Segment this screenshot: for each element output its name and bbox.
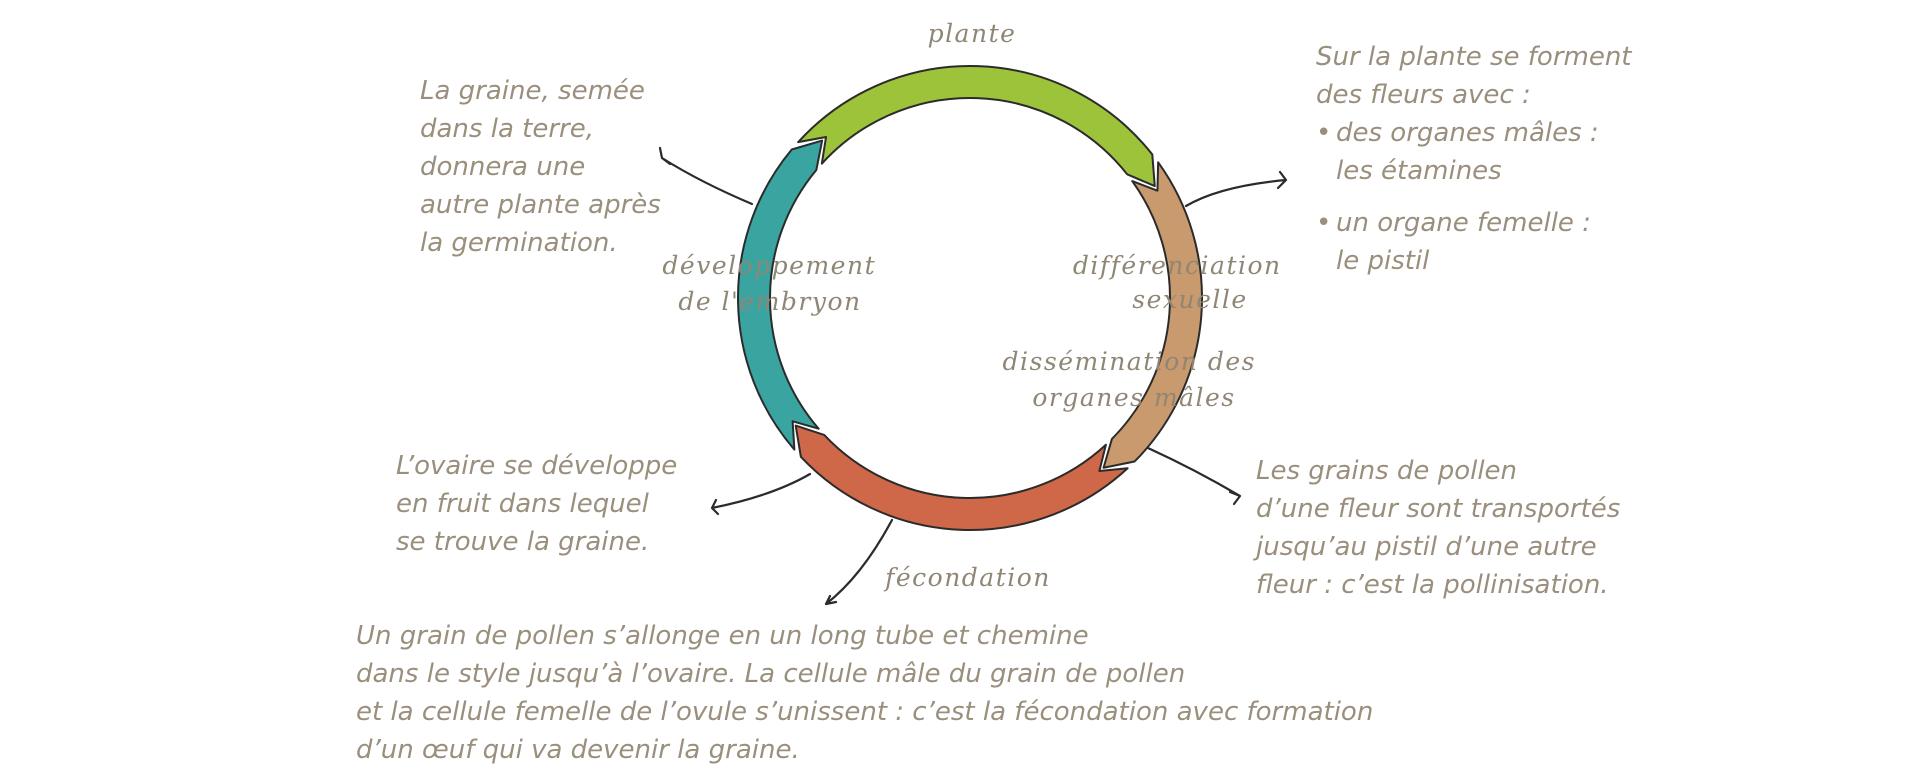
ring-segment-developpement bbox=[737, 139, 824, 451]
organ-item-male: des organes mâles : les étamines bbox=[1316, 114, 1632, 190]
stage-label-fecondation: fécondation bbox=[883, 563, 1051, 592]
organ-list: des organes mâles : les étamines un orga… bbox=[1316, 114, 1632, 280]
note-line: autre plante après bbox=[420, 190, 661, 220]
stage-label-plante: plante bbox=[928, 19, 1017, 48]
ring-segment-differenciation bbox=[1102, 161, 1203, 469]
note-line: des fleurs avec : bbox=[1316, 80, 1531, 110]
note-line: dans le style jusqu’à l’ovaire. La cellu… bbox=[356, 659, 1186, 689]
note-line: Les grains de pollen bbox=[1256, 456, 1518, 486]
connector-graine bbox=[658, 146, 754, 206]
organ-item-female: un organe femelle : le pistil bbox=[1316, 204, 1632, 280]
connector-ovaire bbox=[710, 472, 812, 516]
connector-fleurs bbox=[1184, 170, 1288, 208]
ring-segment-plante bbox=[797, 65, 1156, 188]
note-line: dans la terre, bbox=[420, 114, 594, 144]
note-line: donnera une bbox=[420, 152, 586, 182]
note-line: et la cellule femelle de l’ovule s’uniss… bbox=[356, 697, 1374, 727]
note-fleurs: Sur la plante se forment des fleurs avec… bbox=[1316, 38, 1632, 280]
note-line: la germination. bbox=[420, 228, 618, 258]
connector-pollen bbox=[1146, 446, 1242, 506]
note-line: d’une fleur sont transportés bbox=[1256, 494, 1621, 524]
note-line: Sur la plante se forment bbox=[1316, 42, 1632, 72]
note-line: des organes mâles : bbox=[1336, 118, 1599, 148]
note-line: un organe femelle : bbox=[1336, 208, 1591, 238]
note-line: fleur : c’est la pollinisation. bbox=[1256, 570, 1609, 600]
note-graine: La graine, semée dans la terre, donnera … bbox=[420, 72, 661, 262]
stage-label-developpement: développement de l'embryon bbox=[662, 251, 885, 316]
connector-lines bbox=[658, 146, 1288, 606]
stage-label-dissemination: dissémination des organes mâles bbox=[1003, 347, 1266, 412]
cycle-ring bbox=[737, 65, 1203, 531]
note-line: le pistil bbox=[1336, 246, 1430, 276]
stage-label-differenciation: différenciation sexuelle bbox=[1073, 251, 1291, 314]
note-tube: Un grain de pollen s’allonge en un long … bbox=[356, 617, 1373, 769]
note-line: Un grain de pollen s’allonge en un long … bbox=[356, 621, 1089, 651]
note-line: se trouve la graine. bbox=[396, 527, 650, 557]
note-line: en fruit dans lequel bbox=[396, 489, 649, 519]
note-line: les étamines bbox=[1336, 156, 1502, 186]
ring-segment-fecondation bbox=[794, 424, 1129, 531]
note-line: d’un œuf qui va devenir la graine. bbox=[356, 735, 800, 765]
note-line: jusqu’au pistil d’une autre bbox=[1256, 532, 1597, 562]
note-line: L’ovaire se développe bbox=[396, 451, 678, 481]
note-line: La graine, semée bbox=[420, 76, 645, 106]
note-pollen: Les grains de pollen d’une fleur sont tr… bbox=[1256, 452, 1620, 604]
connector-tube bbox=[824, 518, 894, 606]
note-ovaire: L’ovaire se développe en fruit dans lequ… bbox=[396, 447, 677, 561]
